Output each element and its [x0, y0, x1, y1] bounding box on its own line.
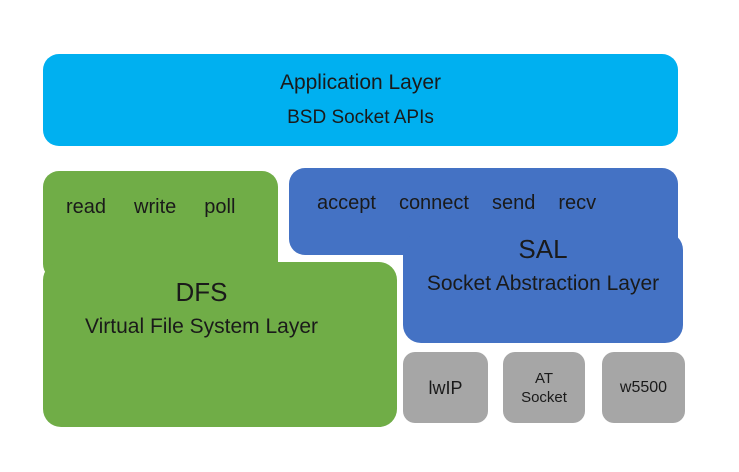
sal-subtitle: Socket Abstraction Layer — [426, 272, 660, 295]
driver-box-lwip: lwIP — [403, 352, 488, 423]
sal-function-labels: accept connect send recv — [317, 192, 596, 214]
sal-layer-box-lower — [403, 232, 683, 343]
at-socket-label-line1: AT — [534, 369, 554, 387]
sal-layer-text: SAL Socket Abstraction Layer — [403, 234, 683, 297]
application-layer-box: Application Layer BSD Socket APIs — [43, 54, 678, 146]
at-socket-label-line2: Socket — [521, 388, 567, 406]
w5500-label: w5500 — [619, 378, 668, 396]
dfs-function-poll: poll — [204, 196, 236, 218]
driver-box-at-socket: AT Socket — [503, 352, 585, 423]
dfs-layer-box-upper — [43, 171, 278, 280]
lwip-label: lwIP — [428, 377, 463, 398]
dfs-function-read: read — [66, 196, 107, 218]
sal-function-send: send — [492, 192, 536, 214]
sal-function-accept: accept — [317, 192, 376, 214]
sal-title: SAL — [518, 234, 568, 264]
dfs-function-write: write — [134, 196, 177, 218]
dfs-layer-box-lower — [43, 262, 397, 427]
dfs-title: DFS — [175, 277, 228, 307]
dfs-layer-text: DFS Virtual File System Layer — [43, 277, 360, 340]
dfs-subtitle: Virtual File System Layer — [84, 315, 319, 338]
dfs-function-labels: read write poll — [66, 196, 235, 218]
driver-box-w5500: w5500 — [602, 352, 685, 423]
sal-function-recv: recv — [558, 192, 597, 214]
sal-function-connect: connect — [398, 192, 469, 214]
application-layer-title: Application Layer — [279, 71, 442, 94]
bsd-socket-apis-label: BSD Socket APIs — [287, 107, 434, 128]
